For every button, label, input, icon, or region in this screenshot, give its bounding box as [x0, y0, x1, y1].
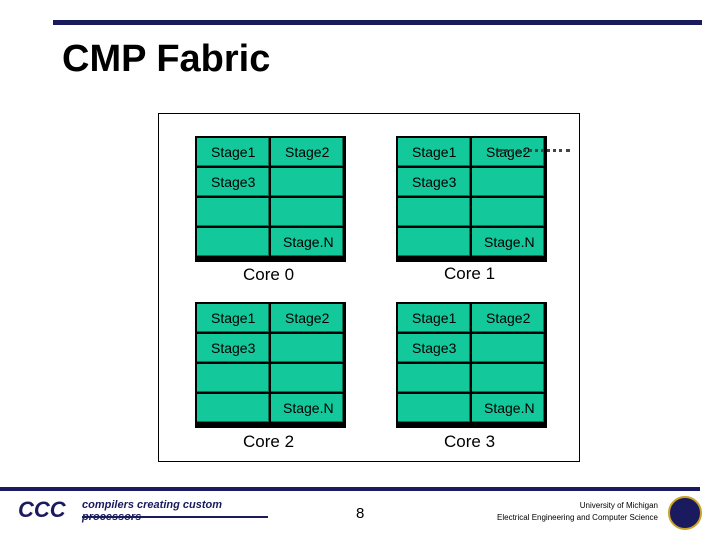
core-0-stage2: Stage2 — [270, 137, 344, 167]
core-0-empty-cell — [270, 197, 344, 227]
core-0-stageN: Stage.N — [270, 227, 344, 257]
core-2-label: Core 2 — [243, 432, 295, 451]
core-0-stage1: Stage1 — [196, 137, 270, 167]
core-3-empty-cell — [471, 333, 545, 363]
core-1-empty-cell — [471, 197, 545, 227]
slide-title: CMP Fabric — [62, 38, 271, 80]
core-1-stage3: Stage3 — [397, 167, 471, 197]
core-3-stage2: Stage2 — [471, 303, 545, 333]
university-credit: University of Michigan Electrical Engine… — [497, 500, 658, 524]
core-1-stage2: Stage2 — [471, 137, 545, 167]
ccc-logo: CCC compilers creating custom processors — [18, 497, 268, 527]
core-3-stageN: Stage.N — [471, 393, 545, 423]
core-2-stage2: Stage2 — [270, 303, 344, 333]
core-1-empty-cell — [471, 167, 545, 197]
core-3-label: Core 3 — [444, 432, 496, 451]
core-1-stage1: Stage1 — [397, 137, 471, 167]
dotted-connector — [498, 149, 570, 152]
top-rule — [53, 20, 702, 25]
bottom-rule — [0, 487, 700, 491]
university-line-2: Electrical Engineering and Computer Scie… — [497, 513, 658, 522]
core-1-empty-cell — [397, 227, 471, 257]
ccc-tagline: compilers creating custom processors — [82, 499, 222, 523]
core-3-stage1: Stage1 — [397, 303, 471, 333]
core-0-empty-cell — [196, 227, 270, 257]
university-seal-icon — [668, 496, 702, 530]
core-0-empty-cell — [270, 167, 344, 197]
core-3-stage3: Stage3 — [397, 333, 471, 363]
core-0-grid: Stage1 Stage2 Stage3 Stage.N — [195, 136, 346, 262]
core-3-empty-cell — [397, 393, 471, 423]
core-1-stageN: Stage.N — [471, 227, 545, 257]
core-0-label: Core 0 — [243, 265, 295, 284]
core-2-empty-cell — [196, 363, 270, 393]
core-2-empty-cell — [270, 333, 344, 363]
core-1-empty-cell — [397, 197, 471, 227]
ccc-logo-text: CCC — [18, 497, 66, 522]
core-0-empty-cell — [196, 197, 270, 227]
core-2-stage3: Stage3 — [196, 333, 270, 363]
university-line-1: University of Michigan — [579, 501, 658, 510]
core-2-empty-cell — [270, 363, 344, 393]
core-1-label: Core 1 — [444, 264, 496, 283]
core-2-stageN: Stage.N — [270, 393, 344, 423]
core-0-stage3: Stage3 — [196, 167, 270, 197]
core-3-empty-cell — [471, 363, 545, 393]
core-3-empty-cell — [397, 363, 471, 393]
ccc-logo-underline — [82, 516, 268, 518]
core-2-empty-cell — [196, 393, 270, 423]
core-2-stage1: Stage1 — [196, 303, 270, 333]
core-1-grid: Stage1 Stage2 Stage3 Stage.N — [396, 136, 547, 262]
core-2-grid: Stage1 Stage2 Stage3 Stage.N — [195, 302, 346, 428]
core-3-grid: Stage1 Stage2 Stage3 Stage.N — [396, 302, 547, 428]
page-number: 8 — [356, 505, 365, 522]
